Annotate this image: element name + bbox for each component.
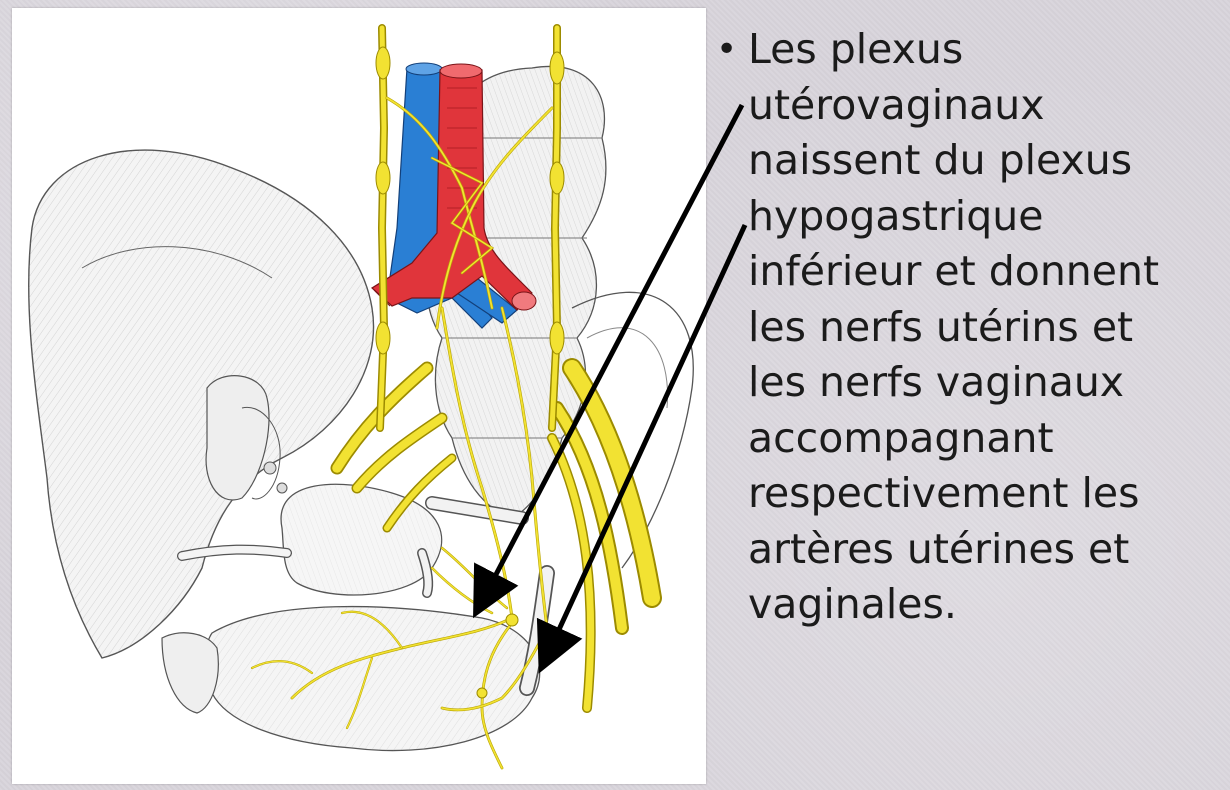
bullet-line: artères utérines et	[748, 524, 1130, 573]
bullet-line: respectivement les	[748, 469, 1140, 517]
bullet-line: inférieur et donnent	[748, 247, 1160, 295]
uterine-tube-shape	[205, 375, 288, 501]
bullet-line: les nerfs vaginaux	[748, 358, 1125, 406]
bullet-line: accompagnant	[748, 413, 1054, 462]
bullet-line: hypogastrique	[748, 191, 1044, 240]
pelvic-anatomy-icon	[28, 24, 694, 770]
uterovaginal-plexus-shape	[250, 546, 554, 770]
bullet-line: Les plexus	[748, 25, 964, 73]
anatomy-illustration	[12, 8, 706, 784]
sacral-nerves-shape	[547, 358, 662, 713]
bullet-marker: •	[716, 29, 738, 70]
bullet-text-block: • Les plexus utérovaginaux naissent du p…	[708, 22, 1223, 633]
bullet-line: les nerfs utérins et	[748, 302, 1134, 351]
bullet-line: utérovaginaux	[748, 80, 1045, 129]
bullet-line: naissent du plexus	[748, 136, 1133, 184]
bullet-line: vaginales.	[748, 580, 957, 628]
